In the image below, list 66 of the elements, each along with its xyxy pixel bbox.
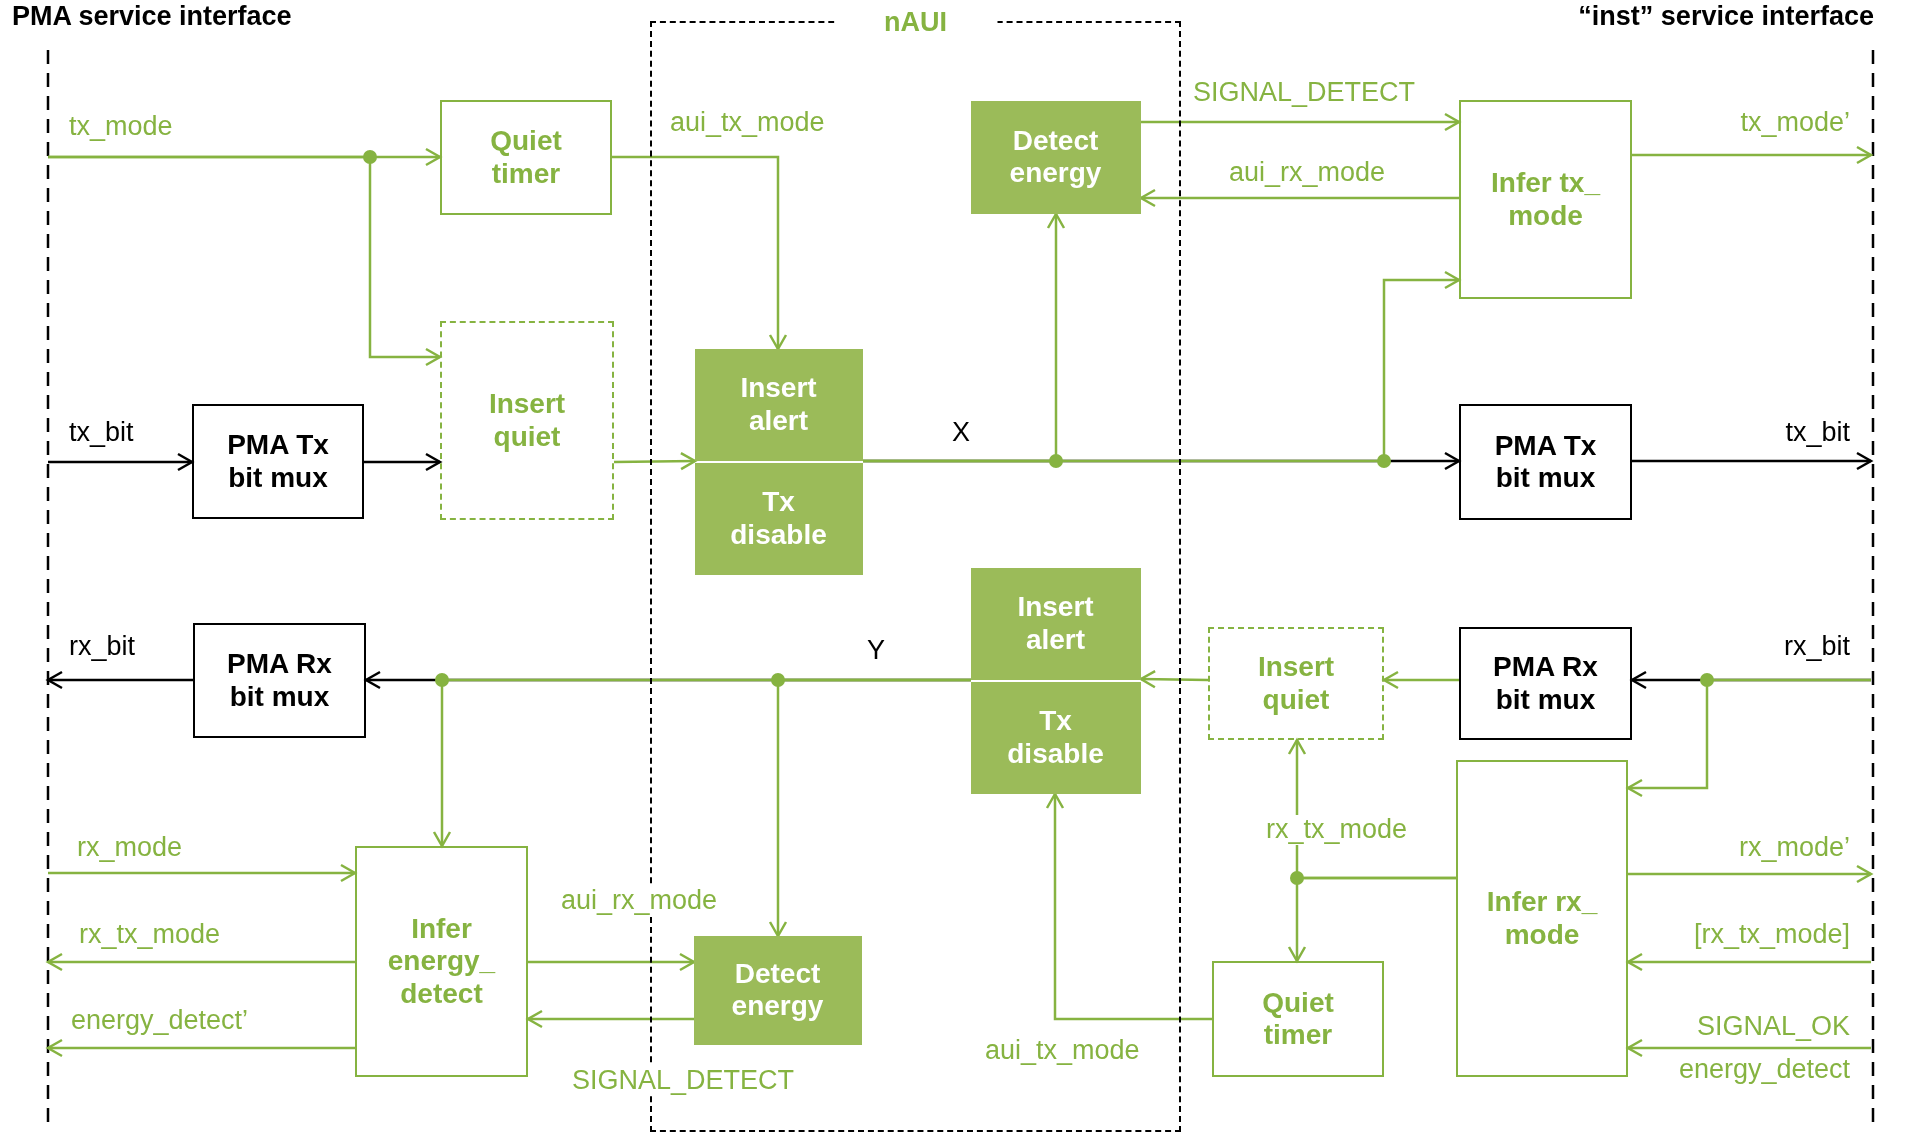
block-label: Insert alert (1016, 591, 1095, 656)
block-label: PMA Tx bit mux (1493, 429, 1598, 495)
arrow (1626, 678, 1871, 798)
edge-label: tx_bit (1783, 418, 1852, 448)
mux-box (193, 623, 366, 738)
edge-label: rx_bit (67, 632, 138, 662)
process-box (1212, 961, 1384, 1077)
block-label: Insert quiet (487, 388, 567, 453)
arrow (768, 678, 971, 938)
block-label: PMA Rx bit mux (226, 648, 333, 713)
arrow (614, 451, 697, 471)
arrow (48, 452, 194, 472)
arrow (1382, 670, 1459, 690)
block-label: Detect energy (730, 957, 825, 1023)
block-label: Insert alert (739, 372, 818, 437)
optional-process-box (1208, 627, 1384, 740)
process-box (1456, 760, 1628, 1077)
block-label: Infer energy_detect (386, 913, 497, 1010)
block-label: Quiet timer (1261, 986, 1335, 1052)
edge-label: tx_mode (67, 112, 175, 142)
block-label: Detect energy (1008, 124, 1103, 190)
arrow (1287, 876, 1456, 963)
block-label: Infer tx_mode (1490, 167, 1602, 232)
function-block (970, 567, 1141, 680)
arrow (46, 952, 355, 972)
arrow (1045, 792, 1212, 1021)
function-block (693, 935, 862, 1045)
edge-label: aui_tx_mode (668, 108, 827, 138)
function-block (694, 462, 863, 575)
arrow (612, 155, 788, 351)
arrow (46, 1038, 355, 1058)
mux-box (1459, 627, 1632, 740)
arrow (1141, 112, 1461, 132)
block-label: Insert quiet (1256, 651, 1336, 716)
arrow (863, 270, 1461, 463)
arrow (1632, 451, 1873, 471)
function-block (694, 348, 863, 461)
mux-box (1459, 404, 1632, 520)
function-block (970, 100, 1141, 214)
edge-label: aui_tx_mode (983, 1036, 1142, 1066)
block-label: PMA Tx bit mux (226, 429, 330, 494)
arrow (1139, 669, 1208, 689)
arrow (1139, 188, 1459, 208)
edge-label: SIGNAL_DETECT (570, 1066, 797, 1096)
block-label: PMA Rx bit mux (1492, 651, 1599, 716)
arrow (1626, 952, 1871, 972)
function-block (970, 681, 1141, 794)
arrow (364, 452, 442, 472)
block-label: Tx disable (1006, 705, 1105, 770)
block-label: Quiet timer (489, 125, 563, 190)
block-label: Infer rx_mode (1485, 886, 1599, 951)
edge-label: tx_mode’ (1738, 108, 1852, 138)
process-box (440, 100, 612, 215)
block-label: Tx disable (729, 486, 828, 551)
arrow (526, 1009, 694, 1029)
process-box (355, 846, 528, 1077)
mux-box (192, 404, 364, 519)
arrow (46, 670, 193, 690)
arrow (48, 155, 442, 367)
process-box (1459, 100, 1632, 299)
arrow (1632, 145, 1873, 165)
arrow (1628, 864, 1873, 884)
arrow (48, 863, 357, 883)
optional-process-box (440, 321, 614, 520)
arrow (1626, 1038, 1871, 1058)
edge-label: tx_bit (67, 418, 136, 448)
